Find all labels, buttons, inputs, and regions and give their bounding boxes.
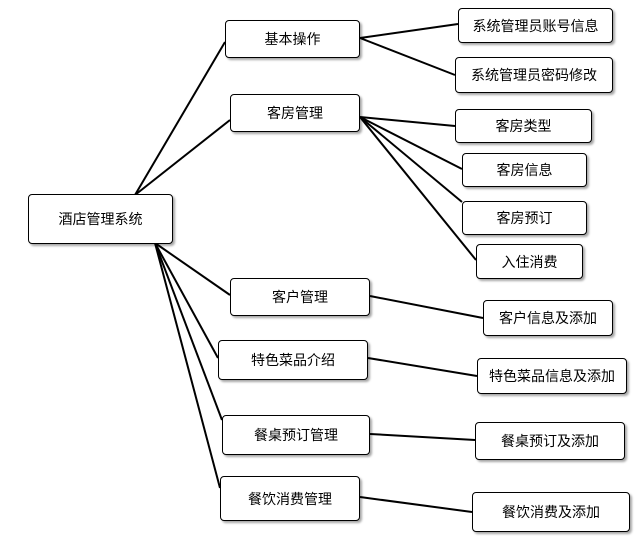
branch-room-management: 客房管理 — [230, 94, 360, 132]
leaf-label: 系统管理员密码修改 — [471, 68, 597, 84]
root-label: 酒店管理系统 — [58, 212, 143, 228]
leaf-label: 特色菜品信息及添加 — [489, 369, 615, 385]
edge-root-table — [154, 242, 223, 421]
edge-root-customer — [154, 242, 231, 296]
edge-room-type — [359, 116, 456, 127]
edge-room-info — [359, 116, 463, 170]
branch-label: 特色菜品介绍 — [251, 353, 335, 369]
leaf-table-booking-add: 餐桌预订及添加 — [475, 422, 625, 460]
leaf-admin-account-info: 系统管理员账号信息 — [458, 8, 613, 43]
leaf-room-booking: 客房预订 — [462, 201, 587, 235]
leaf-dish-info-add: 特色菜品信息及添加 — [477, 358, 627, 394]
root-node: 酒店管理系统 — [28, 194, 173, 244]
leaf-dining-consumption-add: 餐饮消费及添加 — [472, 492, 630, 532]
branch-label: 客房管理 — [267, 106, 323, 122]
leaf-label: 入住消费 — [501, 254, 558, 271]
leaf-customer-info-add: 客户信息及添加 — [483, 300, 613, 336]
edge-dish-info — [367, 357, 478, 377]
edge-basic-account — [359, 23, 459, 39]
leaf-admin-password-change: 系统管理员密码修改 — [455, 57, 613, 93]
leaf-label: 客房预订 — [496, 211, 553, 227]
edge-room-stay — [359, 116, 477, 261]
leaf-label: 餐饮消费及添加 — [502, 505, 600, 521]
branch-table-booking: 餐桌预订管理 — [222, 415, 370, 455]
edge-table-booking — [369, 433, 476, 441]
branch-label: 客户管理 — [272, 290, 328, 306]
leaf-check-in-consumption: 入住消费 — [476, 244, 583, 279]
branch-customer-management: 客户管理 — [230, 278, 370, 316]
branch-basic-operations: 基本操作 — [225, 20, 360, 58]
branch-dish-intro: 特色菜品介绍 — [218, 340, 368, 380]
edge-root-basic — [134, 41, 226, 196]
branch-label: 基本操作 — [264, 32, 321, 48]
leaf-label: 系统管理员账号信息 — [472, 18, 599, 35]
edge-root-dish — [154, 242, 219, 359]
edge-customer-info — [369, 295, 484, 319]
branch-label: 餐饮消费管理 — [248, 491, 332, 508]
branch-label: 餐桌预订管理 — [254, 428, 338, 444]
edge-root-dining — [154, 242, 221, 489]
leaf-label: 客户信息及添加 — [499, 311, 597, 327]
edge-room-booking — [359, 116, 463, 203]
edge-dining-consume — [359, 496, 473, 513]
leaf-label: 客房类型 — [495, 119, 552, 135]
leaf-label: 餐桌预订及添加 — [501, 434, 599, 450]
leaf-room-type: 客房类型 — [455, 109, 592, 143]
edge-basic-password — [359, 37, 456, 76]
branch-dining-consumption: 餐饮消费管理 — [220, 476, 360, 521]
edge-root-room — [134, 119, 231, 196]
leaf-room-info: 客房信息 — [462, 153, 587, 187]
leaf-label: 客房信息 — [496, 163, 553, 179]
